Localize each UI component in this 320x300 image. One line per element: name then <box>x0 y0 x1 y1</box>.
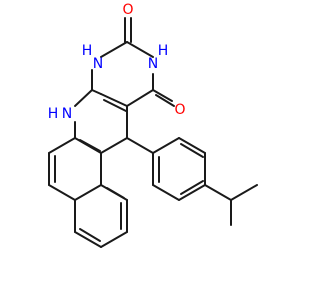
nh-left-h-label: H <box>48 106 59 122</box>
bond <box>48 137 76 154</box>
bond <box>74 184 102 201</box>
central-ring <box>74 89 128 154</box>
bond <box>126 137 154 154</box>
bond <box>100 137 128 154</box>
bond <box>100 41 128 58</box>
bond <box>178 184 206 201</box>
oxygen-right-label: O <box>174 102 185 118</box>
atom-labels: O O H N H N H N <box>48 2 186 122</box>
aryl-substituent <box>126 137 258 226</box>
bond <box>178 137 206 154</box>
naphthalene <box>48 137 128 248</box>
oxygen-top-label: O <box>122 2 133 18</box>
nh-upper-left-h-label: H <box>82 43 93 59</box>
bond <box>79 139 101 152</box>
bond <box>152 137 180 154</box>
bond <box>126 89 154 107</box>
bond <box>155 94 175 107</box>
bond <box>74 89 93 107</box>
bond <box>106 187 125 199</box>
bond <box>100 231 128 248</box>
bond <box>152 89 173 102</box>
bond <box>180 143 204 158</box>
bond <box>100 93 128 107</box>
bond <box>230 184 258 201</box>
bond <box>126 41 154 58</box>
nh-upper-right-n-label: N <box>148 56 158 72</box>
nh-left-n-label: N <box>62 106 72 122</box>
bond <box>152 184 180 201</box>
bond <box>204 184 232 201</box>
bond <box>48 184 76 201</box>
bond <box>74 231 102 248</box>
bond <box>180 180 204 195</box>
pyrimidine-ring <box>91 17 175 112</box>
bond <box>91 89 102 95</box>
structure-diagram: O O H N H N H N <box>48 2 258 248</box>
nh-upper-left-n-label: N <box>93 56 103 72</box>
molecule-canvas: O O H N H N H N <box>48 2 258 248</box>
bond <box>103 99 127 112</box>
bond <box>79 228 101 242</box>
nh-upper-right-h-label: H <box>158 43 169 59</box>
